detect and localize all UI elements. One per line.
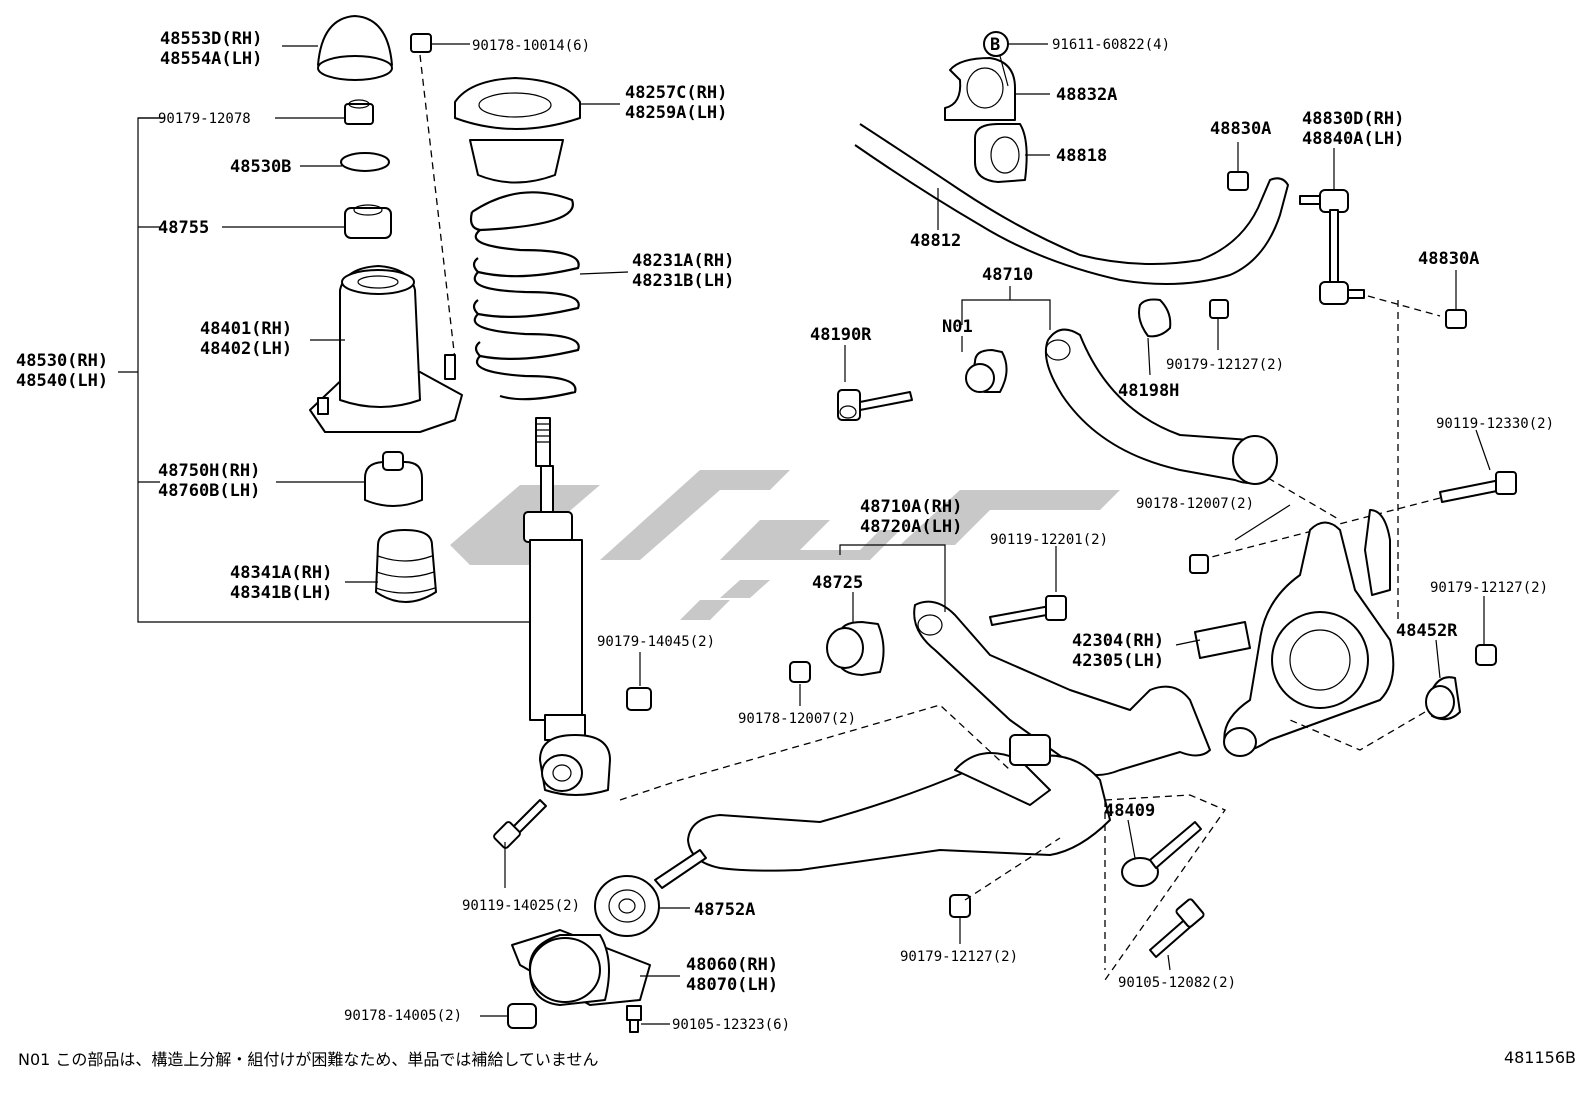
label-90179-12127-lower: 90179-12127(2) — [900, 949, 1018, 965]
arm-bushing-part — [965, 349, 1008, 393]
label-48710: 48710 — [982, 265, 1033, 285]
nut-part — [344, 99, 374, 125]
trailing-arm-part — [654, 734, 1111, 889]
stabilizer-bracket-part — [944, 57, 1016, 121]
arm-bushing-part — [826, 621, 885, 676]
nut-part — [1209, 299, 1229, 319]
label-n01: N01 — [942, 317, 973, 337]
nut-part — [789, 661, 811, 683]
label-48060: 48060(RH) — [686, 955, 778, 975]
label-48341a: 48341A(RH) — [230, 563, 332, 583]
label-48830a-upper: 48830A — [1210, 119, 1271, 139]
label-48540: 48540(LH) — [16, 371, 108, 391]
lower-control-arm-part — [913, 600, 1211, 776]
label-48401: 48401(RH) — [200, 319, 292, 339]
knuckle-bushing-part — [1425, 676, 1461, 721]
label-48231a: 48231A(RH) — [632, 251, 734, 271]
leader-lines — [222, 43, 1491, 1025]
label-90179-12127-upper: 90179-12127(2) — [1166, 357, 1284, 373]
nut-part — [626, 687, 652, 711]
label-48530b: 48530B — [230, 157, 291, 177]
label-48554a: 48554A(LH) — [160, 49, 262, 69]
label-48257c: 48257C(RH) — [625, 83, 727, 103]
label-90179-12078: 90179-12078 — [158, 111, 251, 127]
label-90105-12082: 90105-12082(2) — [1118, 975, 1236, 991]
label-48752a: 48752A — [694, 900, 755, 920]
label-90119-12201: 90119-12201(2) — [990, 532, 1108, 548]
label-42304: 42304(RH) — [1072, 631, 1164, 651]
strut-support-part — [309, 265, 463, 433]
steering-knuckle-part — [1194, 509, 1395, 757]
cam-plate-part — [1138, 298, 1172, 338]
label-90179-14045: 90179-14045(2) — [597, 634, 715, 650]
bolt-part — [1439, 471, 1517, 503]
footnote-text: N01 この部品は、構造上分解・組付けが困難なため、単品では補給していません — [18, 1050, 599, 1069]
label-48402: 48402(LH) — [200, 339, 292, 359]
diagram-id: 481156B — [1503, 1048, 1576, 1067]
shock-absorber-part — [523, 417, 611, 796]
bolt-part — [1149, 898, 1205, 958]
label-48259a: 48259A(LH) — [625, 103, 727, 123]
nut-part — [507, 1003, 537, 1029]
label-90119-12330: 90119-12330(2) — [1436, 416, 1554, 432]
bushing-part — [594, 875, 660, 937]
label-48750h: 48750H(RH) — [158, 461, 260, 481]
collar-part — [344, 204, 392, 239]
label-48755: 48755 — [158, 218, 209, 238]
label-90179-12127-right: 90179-12127(2) — [1430, 580, 1548, 596]
washer-part — [340, 152, 390, 172]
label-48231b: 48231B(LH) — [632, 271, 734, 291]
bolt-part — [493, 799, 547, 849]
label-48830a-lower: 48830A — [1418, 249, 1479, 269]
nut-part — [1227, 171, 1249, 191]
label-48812: 48812 — [910, 231, 961, 251]
label-42305: 42305(LH) — [1072, 651, 1164, 671]
label-48553d: 48553D(RH) — [160, 29, 262, 49]
label-48341b: 48341B(LH) — [230, 583, 332, 603]
upper-control-arm-part — [1044, 328, 1278, 485]
label-91611-60822: 91611-60822(4) — [1052, 37, 1170, 53]
part-labels: 48553D(RH) 48554A(LH) 90178-10014(6) 901… — [16, 29, 1554, 1033]
label-48190r: 48190R — [810, 325, 872, 345]
label-48725: 48725 — [812, 573, 863, 593]
label-48760b: 48760B(LH) — [158, 481, 260, 501]
spring-upper-seat-part — [454, 77, 581, 184]
label-48452r: 48452R — [1396, 621, 1458, 641]
label-90119-14025: 90119-14025(2) — [462, 898, 580, 914]
label-48409: 48409 — [1104, 801, 1155, 821]
b-marker-label: B — [990, 35, 1000, 55]
stabilizer-link-part — [1299, 189, 1365, 305]
nut-part — [1445, 309, 1467, 329]
bolt-part — [626, 1005, 642, 1033]
nut-part-small — [410, 33, 432, 53]
label-48198h: 48198H — [1118, 381, 1179, 401]
label-90178-14005: 90178-14005(2) — [344, 1008, 462, 1024]
label-90105-12323: 90105-12323(6) — [672, 1017, 790, 1033]
cam-bolt-part — [837, 389, 913, 421]
label-90178-10014: 90178-10014(6) — [472, 38, 590, 54]
bump-stopper-part — [364, 451, 423, 507]
bolt-part — [989, 595, 1067, 626]
label-48818: 48818 — [1056, 146, 1107, 166]
label-48830d: 48830D(RH) — [1302, 109, 1404, 129]
coil-spring-part — [469, 191, 580, 401]
bushing-bracket-part — [511, 929, 651, 1006]
label-48530: 48530(RH) — [16, 351, 108, 371]
strut-cap-part — [317, 15, 393, 81]
label-48840a: 48840A(LH) — [1302, 129, 1404, 149]
label-48070: 48070(LH) — [686, 975, 778, 995]
label-48710a: 48710A(RH) — [860, 497, 962, 517]
nut-part — [1475, 644, 1497, 666]
stabilizer-bushing-part — [974, 123, 1028, 183]
stabilizer-bar-part — [854, 123, 1290, 285]
label-48720a: 48720A(LH) — [860, 517, 962, 537]
label-90178-12007-upper: 90178-12007(2) — [1136, 496, 1254, 512]
bound-stopper-part — [375, 529, 437, 603]
label-48832a: 48832A — [1056, 85, 1117, 105]
bolt-part — [1121, 821, 1202, 887]
label-90178-12007-lower: 90178-12007(2) — [738, 711, 856, 727]
nut-part — [1189, 554, 1209, 574]
